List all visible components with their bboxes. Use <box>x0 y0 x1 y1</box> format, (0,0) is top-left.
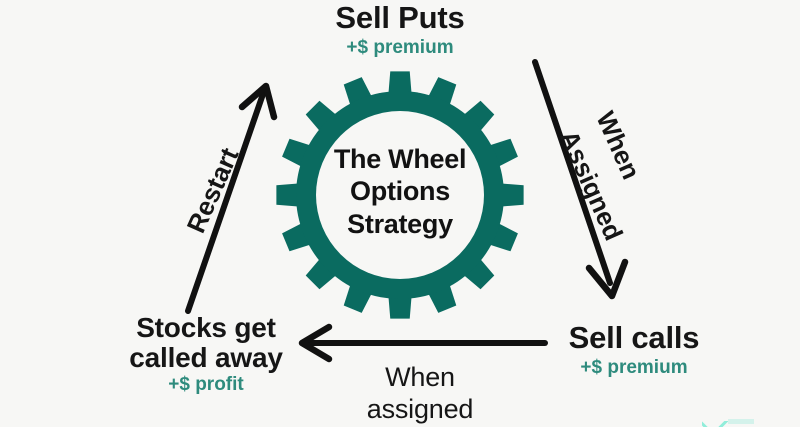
node-sell-puts-title: Sell Puts <box>335 0 465 35</box>
node-sell-calls-subtitle: +$ premium <box>580 356 688 378</box>
gear-tooth <box>497 183 524 207</box>
node-stocks-called-away: Stocks get called away +$ profit <box>100 313 312 395</box>
edge-label-when-assigned-bottom-line-2: assigned <box>366 394 474 425</box>
gear-hub <box>316 111 484 279</box>
check-mark-icon <box>702 418 729 427</box>
gear-tooth <box>388 292 412 319</box>
node-stocks-called-away-title: Stocks get called away <box>129 312 283 373</box>
wheel-center-line-3: Strategy <box>347 208 453 239</box>
bottom-edge-artifact <box>702 418 754 427</box>
node-sell-calls: Sell calls +$ premium <box>528 320 740 378</box>
node-stocks-called-away-subtitle: +$ profit <box>168 374 244 396</box>
node-sell-puts-subtitle: +$ premium <box>346 36 454 58</box>
wheel-center-line-1: The Wheel <box>333 144 467 174</box>
wheel-center-label: The Wheel Options Strategy <box>310 143 490 240</box>
arrow-stocks-to-sell-puts <box>185 82 278 314</box>
gear-tooth <box>388 71 412 98</box>
gear-tooth <box>276 183 303 207</box>
wheel-center-line-2: Options <box>350 176 450 207</box>
node-sell-puts: Sell Puts +$ premium <box>272 0 528 58</box>
edge-label-when-assigned-bottom-line-1: When <box>385 362 455 392</box>
node-sell-calls-title: Sell calls <box>568 320 700 355</box>
arrow-sell-puts-to-sell-calls <box>532 59 629 300</box>
wheel-gear-icon <box>276 71 524 319</box>
artifact-bar <box>728 419 754 424</box>
arrow-sell-calls-to-stocks <box>298 323 548 363</box>
edge-label-when-assigned-bottom: When assigned <box>330 361 510 426</box>
